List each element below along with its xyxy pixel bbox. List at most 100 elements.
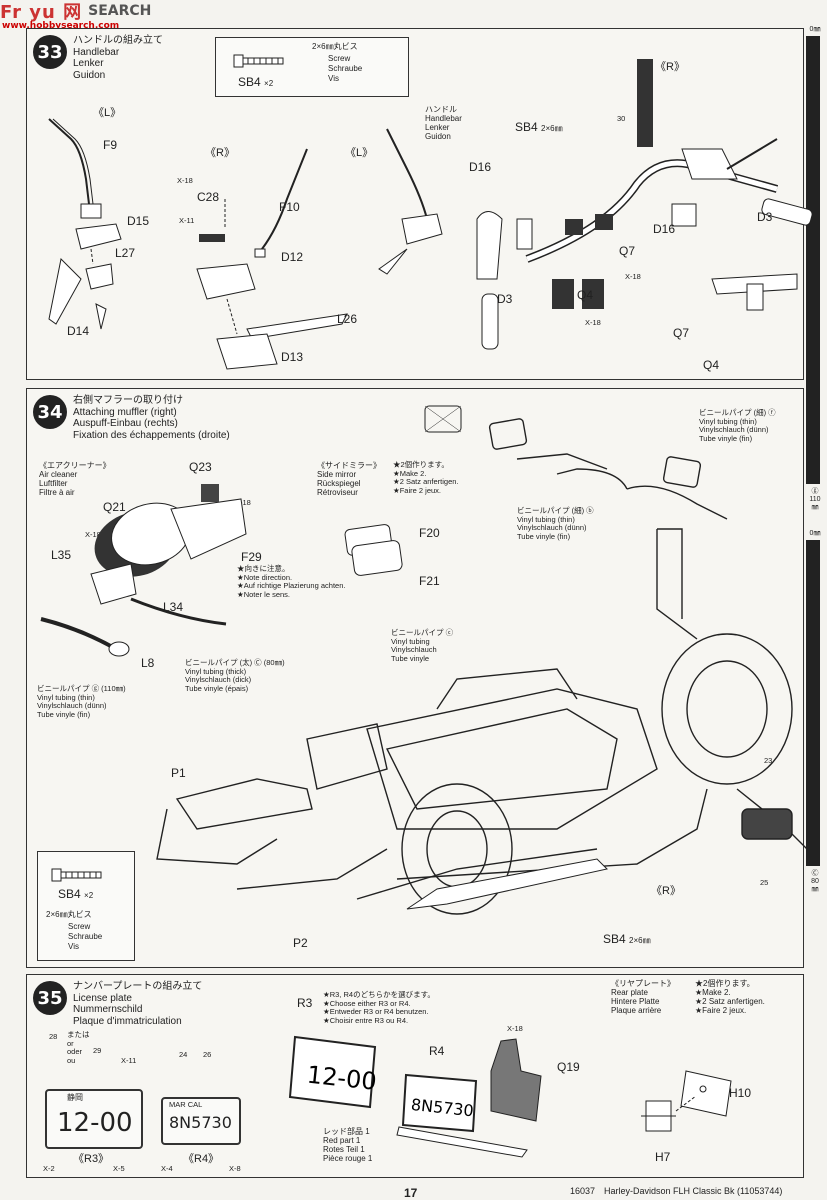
mirror-drawing [344, 524, 403, 576]
plate-r3-number: 12-00 [57, 1108, 133, 1138]
part-F9: F9 [103, 138, 118, 152]
part-F20: F20 [419, 526, 440, 540]
ruler-mid-label: 0㎜ [809, 530, 821, 537]
step-33-panel: 33 ハンドルの組み立て Handlebar Lenker Guidon SB4… [26, 28, 813, 380]
ruler-g-bar [806, 36, 820, 484]
part-D15: D15 [127, 214, 150, 228]
part-Q7-a: Q7 [619, 244, 636, 258]
decal-28: 28 [49, 1032, 58, 1041]
page-number: 17 [404, 1186, 418, 1200]
step-number: 35 [33, 981, 67, 1015]
part-D13: D13 [281, 350, 304, 364]
part-Q19: Q19 [557, 1060, 580, 1074]
x11-b: X-11 [121, 1056, 137, 1065]
part-R3: R3 [297, 996, 313, 1010]
red-part-bar [396, 1126, 528, 1158]
r3-mark: 《R3》 [73, 1153, 110, 1165]
part-P1: P1 [171, 766, 186, 780]
choose-note: ★R3, R4のどちらかを選びます。★Choose either R3 or R… [323, 990, 435, 1025]
x18-e: X-18 [85, 530, 101, 539]
part-D16-b: D16 [653, 222, 676, 236]
plate-r3-small: 静岡 12-00 [45, 1089, 143, 1149]
plate-r3-top: 静岡 [67, 1093, 83, 1102]
screw-fr: Vis [328, 74, 339, 83]
decal-25: 25 [760, 878, 769, 887]
part-Q23: Q23 [189, 460, 212, 474]
part-D3-b: D3 [497, 292, 513, 306]
part-D14: D14 [67, 324, 90, 338]
part-Q4-b: Q4 [703, 358, 720, 372]
left-mark-2: 《L》 [345, 147, 374, 159]
screw-part: SB4 ×2 [238, 75, 274, 89]
part-Q21: Q21 [103, 500, 126, 514]
plate-r3-3d: 12-00 [288, 1035, 378, 1109]
x18-c: X-18 [585, 318, 601, 327]
watermark-search: SEARCH [88, 3, 152, 19]
r4-mark: 《R4》 [183, 1153, 220, 1165]
x11-a: X-11 [179, 216, 195, 225]
tube-g-label: ビニールパイプ ⓖ (110㎜)Vinyl tubing (thin)Vinyl… [37, 684, 126, 719]
part-P2: P2 [293, 936, 308, 950]
decal-24: 24 [179, 1050, 188, 1059]
x4: X-4 [161, 1164, 173, 1173]
screw-de: Schraube [68, 932, 103, 941]
part-F29: F29 [241, 550, 262, 564]
sb4-callout-34: SB4 2×6㎜ [603, 932, 651, 946]
part-L26: L26 [337, 312, 358, 326]
step-title: 右側マフラーの取り付け Attaching muffler (right) Au… [73, 395, 230, 441]
plate-r4-small: MAR CAL 8N5730 [161, 1097, 241, 1145]
part-D3-a: D3 [757, 210, 773, 224]
screw-size: 2×6㎜丸ビス [312, 42, 358, 51]
note-direction: ★向きに注意。★Note direction.★Auf richtige Pla… [237, 564, 346, 599]
x2: X-2 [43, 1164, 55, 1173]
part-F21: F21 [419, 574, 440, 588]
step-number: 33 [33, 35, 67, 69]
rear-plate-make2: ★2個作ります。★Make 2.★2 Satz anfertigen.★Fair… [695, 979, 765, 1015]
footer-code: 16037 [570, 1186, 596, 1196]
part-H10: H10 [729, 1086, 752, 1100]
right-mark-2: 《R》 [655, 61, 685, 73]
part-Q4-a: Q4 [577, 288, 594, 302]
step-34-panel: 34 右側マフラーの取り付け Attaching muffler (right)… [26, 388, 808, 968]
part-L27: L27 [115, 246, 136, 260]
part-H7: H7 [655, 1150, 671, 1164]
screw-en: Screw [328, 54, 351, 63]
mirror-icon-outline [424, 405, 462, 433]
right-mark-1: 《R》 [205, 147, 235, 159]
part-L8: L8 [141, 656, 155, 670]
part-C28: C28 [197, 190, 220, 204]
sb4-callout: SB4 2×6㎜ [515, 120, 563, 134]
ruler-c-bar [806, 540, 820, 866]
x8: X-8 [229, 1164, 241, 1173]
left-lever-drawing [48, 118, 122, 330]
motorcycle-drawing [156, 418, 808, 915]
plate-r4-top: MAR CAL [169, 1100, 203, 1109]
screw-icon [51, 868, 102, 882]
screw-box: SB4 ×2 2×6㎜丸ビス Screw Schraube Vis [215, 37, 409, 97]
bracket-q19 [490, 1038, 542, 1122]
part-D12: D12 [281, 250, 304, 264]
step-35-panel: 35 ナンバープレートの組み立て License plate Nummernsc… [26, 974, 804, 1178]
tube-thick-label: ビニールパイプ (太) Ⓒ (80㎜)Vinyl tubing (thick)V… [185, 658, 285, 693]
x18-f: X-18 [507, 1024, 523, 1033]
decal-26: 26 [203, 1050, 212, 1059]
x18-a: X-18 [177, 176, 193, 185]
step-number: 34 [33, 395, 67, 429]
ruler-top-label: 0㎜ [809, 26, 821, 33]
plate-r4-3d: 8N5730 [401, 1073, 478, 1133]
decal-30: 30 [617, 114, 626, 123]
watermark-url: www.hobbysearch.com [2, 21, 120, 31]
rear-plate-drawing [641, 1070, 732, 1132]
screw-en: Screw [68, 922, 91, 931]
x5: X-5 [113, 1164, 125, 1173]
